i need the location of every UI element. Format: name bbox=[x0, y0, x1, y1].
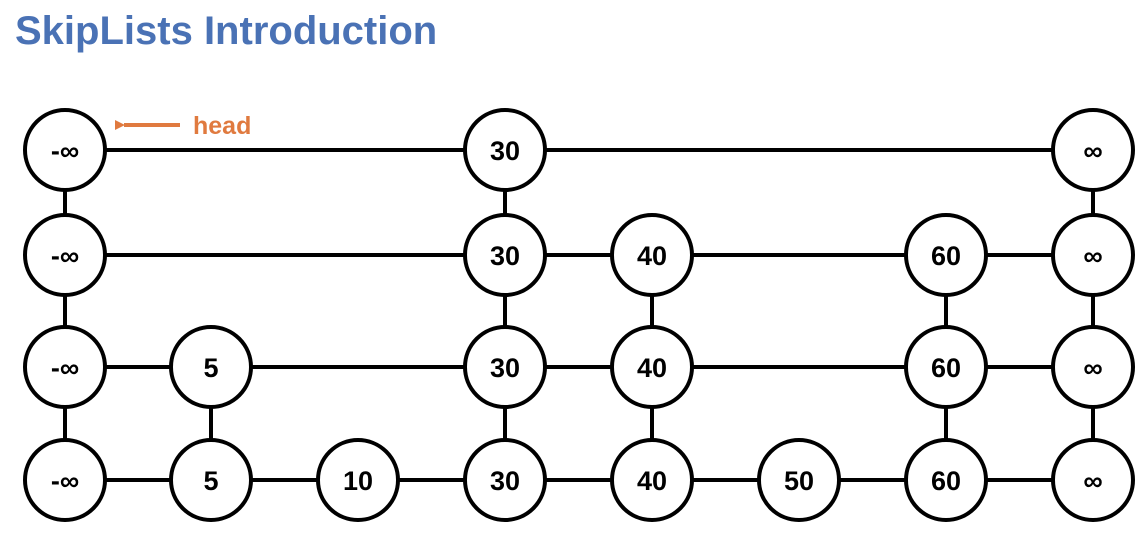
node-l0-neg-inf: -∞ bbox=[23, 438, 107, 522]
node-label: 10 bbox=[343, 466, 373, 496]
node-l1-40: 40 bbox=[610, 325, 694, 409]
node-l1-pos-inf: ∞ bbox=[1051, 325, 1135, 409]
node-label: 5 bbox=[203, 353, 218, 383]
node-l2-pos-inf: ∞ bbox=[1051, 213, 1135, 297]
node-circle bbox=[757, 438, 841, 522]
node-label: ∞ bbox=[1083, 466, 1102, 496]
node-l2-40: 40 bbox=[610, 213, 694, 297]
node-label: 50 bbox=[784, 466, 814, 496]
node-circle bbox=[1051, 438, 1135, 522]
slide-title: SkipLists Introduction bbox=[15, 9, 438, 53]
node-label: ∞ bbox=[1083, 353, 1102, 383]
node-l3-30: 30 bbox=[463, 108, 547, 192]
node-l2-60: 60 bbox=[904, 213, 988, 297]
node-circle bbox=[610, 325, 694, 409]
node-label: 40 bbox=[637, 353, 667, 383]
node-label: ∞ bbox=[1083, 136, 1102, 166]
head-label: head bbox=[193, 112, 251, 140]
node-label: 30 bbox=[490, 353, 520, 383]
node-label: 5 bbox=[203, 466, 218, 496]
node-label: 60 bbox=[931, 466, 961, 496]
node-circle bbox=[904, 438, 988, 522]
node-circle bbox=[169, 325, 253, 409]
node-circle bbox=[23, 213, 107, 297]
node-label: 60 bbox=[931, 241, 961, 271]
node-label: -∞ bbox=[51, 241, 79, 271]
node-circle bbox=[316, 438, 400, 522]
node-label: 40 bbox=[637, 241, 667, 271]
node-circle bbox=[463, 438, 547, 522]
node-circle bbox=[610, 213, 694, 297]
node-l1-60: 60 bbox=[904, 325, 988, 409]
node-circle bbox=[23, 438, 107, 522]
node-label: -∞ bbox=[51, 353, 79, 383]
node-label: -∞ bbox=[51, 466, 79, 496]
node-label: 60 bbox=[931, 353, 961, 383]
head-pointer: head bbox=[115, 112, 251, 140]
node-l3-pos-inf: ∞ bbox=[1051, 108, 1135, 192]
node-label: -∞ bbox=[51, 136, 79, 166]
node-circle bbox=[23, 325, 107, 409]
node-l2-neg-inf: -∞ bbox=[23, 213, 107, 297]
node-l0-30: 30 bbox=[463, 438, 547, 522]
node-circle bbox=[1051, 108, 1135, 192]
node-l1-5: 5 bbox=[169, 325, 253, 409]
node-l1-30: 30 bbox=[463, 325, 547, 409]
node-l2-30: 30 bbox=[463, 213, 547, 297]
node-l0-50: 50 bbox=[757, 438, 841, 522]
node-circle bbox=[169, 438, 253, 522]
node-label: 30 bbox=[490, 466, 520, 496]
node-circle bbox=[463, 213, 547, 297]
nodes-layer: -∞ 30 ∞ -∞ 30 40 60 ∞ -∞ 5 30 40 60 ∞ -∞ 5 10 30 40 50 60 ∞ bbox=[23, 108, 1135, 522]
node-label: 30 bbox=[490, 136, 520, 166]
node-l0-5: 5 bbox=[169, 438, 253, 522]
node-circle bbox=[463, 325, 547, 409]
links-layer bbox=[63, 148, 1095, 482]
node-circle bbox=[610, 438, 694, 522]
node-label: 40 bbox=[637, 466, 667, 496]
node-l0-40: 40 bbox=[610, 438, 694, 522]
node-circle bbox=[904, 325, 988, 409]
node-circle bbox=[904, 213, 988, 297]
node-l3-neg-inf: -∞ bbox=[23, 108, 107, 192]
node-circle bbox=[463, 108, 547, 192]
node-label: 30 bbox=[490, 241, 520, 271]
node-l0-pos-inf: ∞ bbox=[1051, 438, 1135, 522]
node-circle bbox=[23, 108, 107, 192]
node-circle bbox=[1051, 325, 1135, 409]
node-circle bbox=[1051, 213, 1135, 297]
node-l0-10: 10 bbox=[316, 438, 400, 522]
node-l0-60: 60 bbox=[904, 438, 988, 522]
node-label: ∞ bbox=[1083, 241, 1102, 271]
node-l1-neg-inf: -∞ bbox=[23, 325, 107, 409]
